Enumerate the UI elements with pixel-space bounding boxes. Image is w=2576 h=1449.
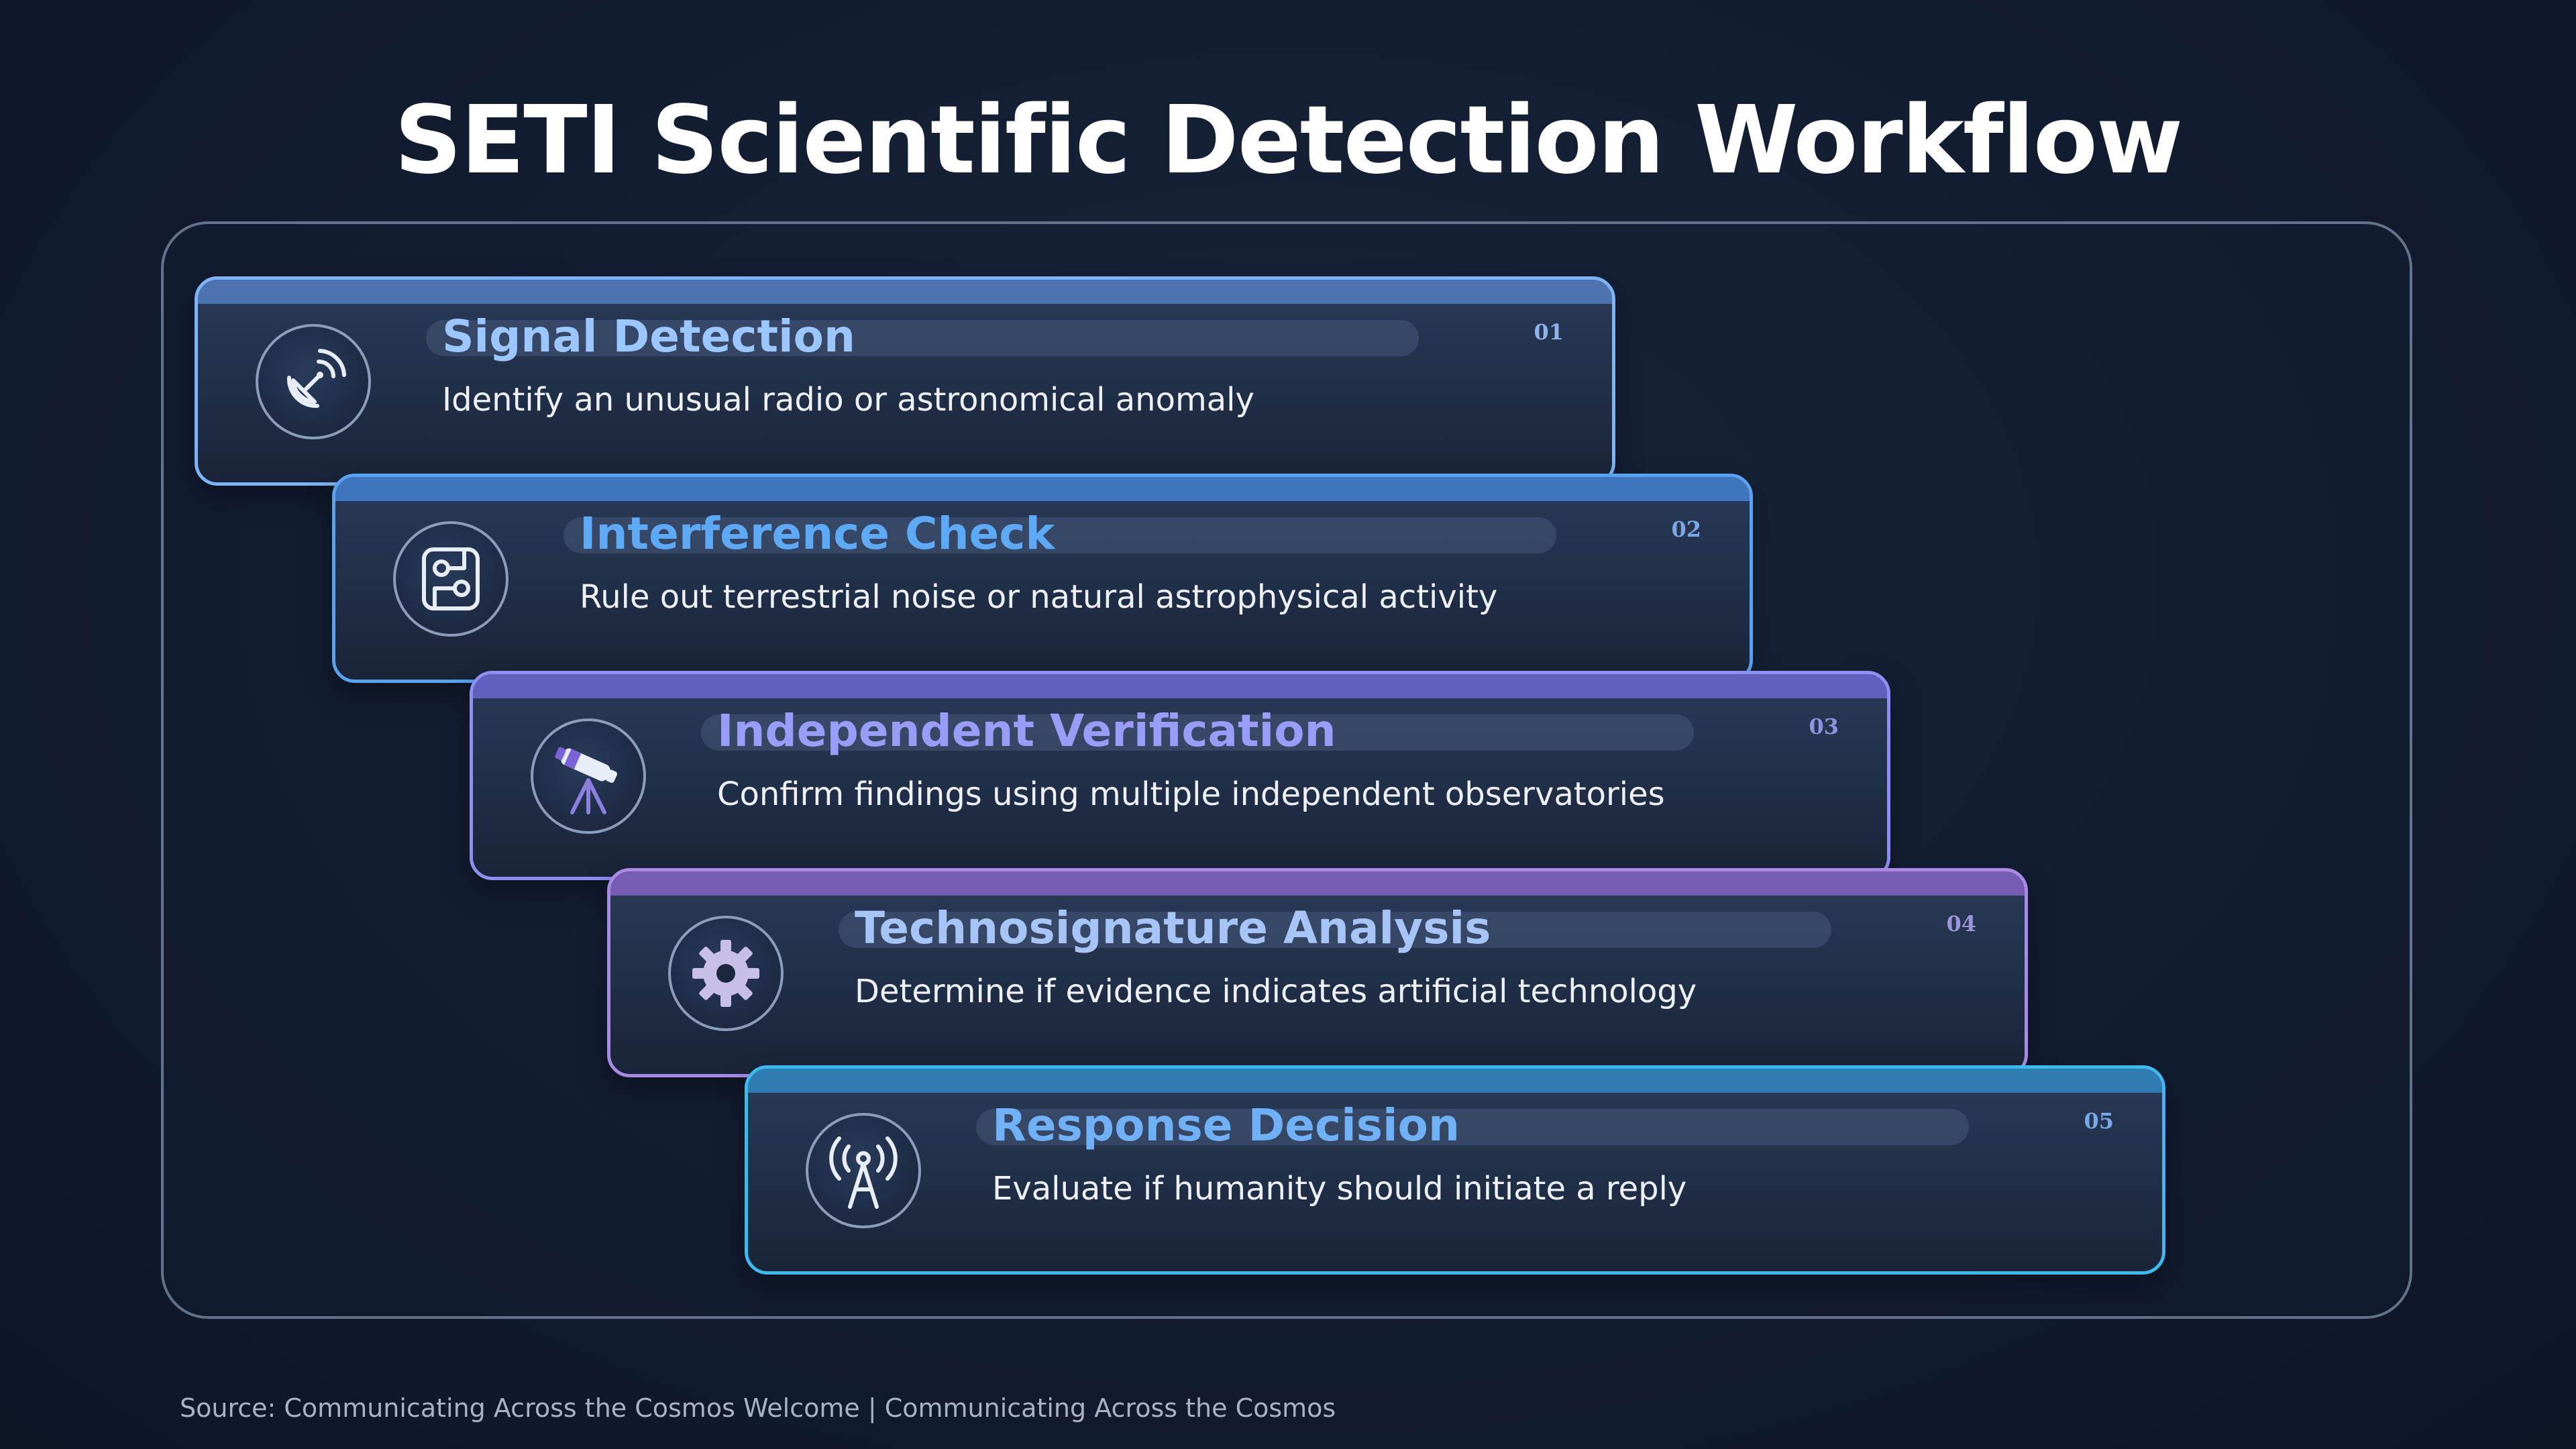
step-card-technosignature-analysis: Technosignature Analysis Determine if ev… <box>607 868 2028 1077</box>
card-top-bar <box>335 477 1750 501</box>
step-description: Evaluate if humanity should initiate a r… <box>992 1170 1687 1208</box>
step-card-independent-verification: Independent Verification Confirm finding… <box>470 671 1890 880</box>
satellite-dish-icon <box>256 324 371 439</box>
circuit-icon <box>393 521 508 637</box>
step-title: Independent Verification <box>717 705 1336 757</box>
title-highlight <box>426 320 1419 356</box>
step-title: Signal Detection <box>442 311 856 362</box>
step-title: Interference Check <box>580 508 1055 559</box>
step-title: Response Decision <box>992 1099 1460 1151</box>
card-top-bar <box>198 280 1612 304</box>
card-top-bar <box>610 871 2025 896</box>
source-caption: Source: Communicating Across the Cosmos … <box>180 1393 1336 1423</box>
card-top-bar <box>748 1069 2162 1093</box>
step-card-interference-check: Interference Check Rule out terrestrial … <box>332 474 1753 683</box>
step-description: Confirm findings using multiple independ… <box>717 775 1665 813</box>
step-number: 04 <box>1946 911 1976 936</box>
title-highlight <box>839 912 1831 948</box>
card-top-bar <box>473 674 1887 698</box>
step-number: 02 <box>1671 517 1701 542</box>
gear-icon <box>668 916 784 1031</box>
step-description: Determine if evidence indicates artifici… <box>855 973 1697 1010</box>
step-card-response-decision: Response Decision Evaluate if humanity s… <box>745 1065 2165 1275</box>
step-number: 01 <box>1534 319 1564 345</box>
step-description: Rule out terrestrial noise or natural as… <box>580 578 1498 616</box>
step-number: 03 <box>1809 714 1839 739</box>
title-highlight <box>564 517 1556 553</box>
step-title: Technosignature Analysis <box>855 902 1491 954</box>
title-highlight <box>701 714 1694 751</box>
radio-tower-icon <box>806 1113 921 1228</box>
page-title: SETI Scientific Detection Workflow <box>394 86 2183 195</box>
step-description: Identify an unusual radio or astronomica… <box>442 381 1254 419</box>
step-number: 05 <box>2084 1108 2114 1134</box>
step-card-signal-detection: Signal Detection Identify an unusual rad… <box>195 276 1615 486</box>
telescope-icon <box>531 718 646 834</box>
title-highlight <box>976 1109 1969 1145</box>
